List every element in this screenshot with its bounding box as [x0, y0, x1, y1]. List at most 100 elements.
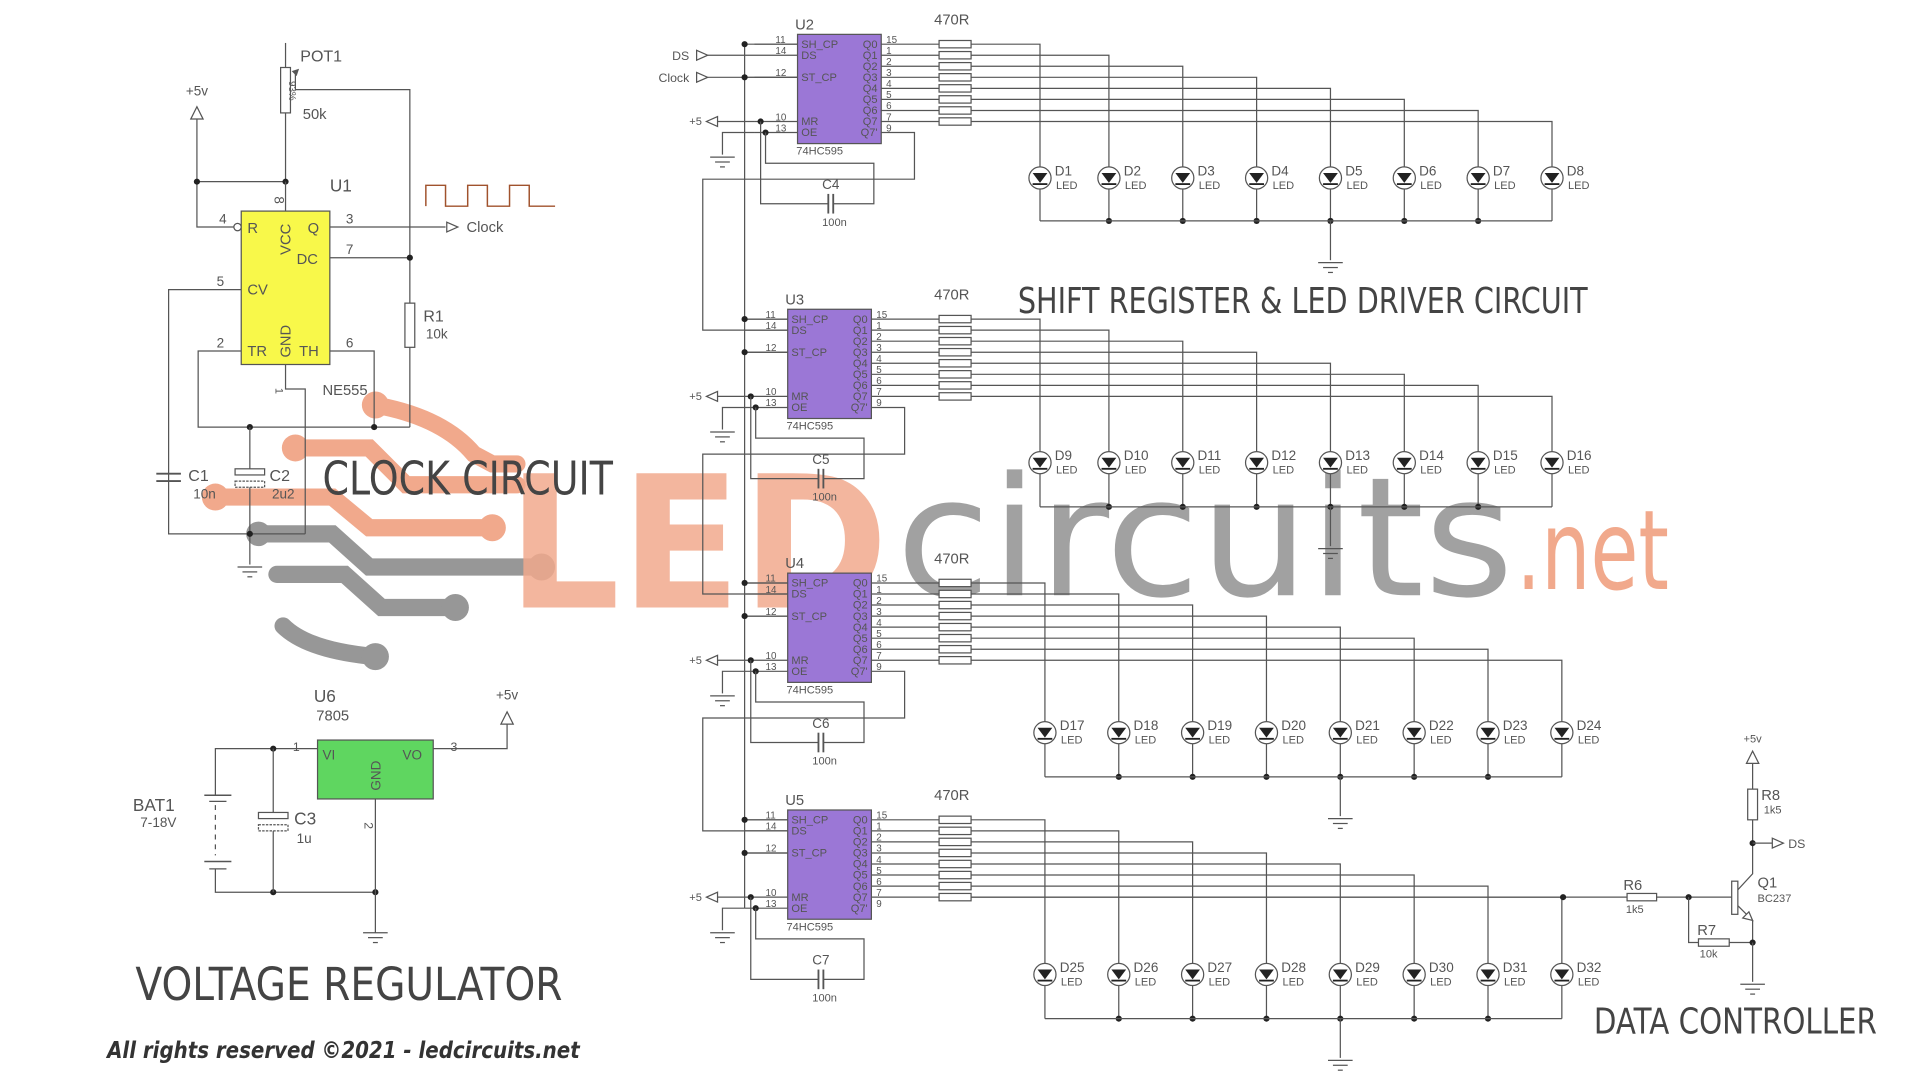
pin-vo-label: VO [402, 748, 422, 763]
pin-number: 14 [775, 46, 786, 57]
pot-wiper-arrow-icon [291, 68, 300, 77]
led-designator: D4 [1271, 164, 1289, 179]
junction-dot [741, 316, 748, 323]
pin-number: 1 [293, 740, 300, 754]
pin-label-oe: OE [791, 903, 807, 915]
led-type-label: LED [1282, 977, 1304, 989]
led-triangle-icon [1032, 173, 1048, 183]
resistor-470r [938, 837, 972, 847]
pot1-label: POT1 [300, 48, 342, 65]
pin-th-label: TH [299, 344, 319, 360]
led-triangle-icon [1111, 727, 1127, 738]
ground-icon [1740, 983, 1765, 995]
u6-label: U6 [314, 686, 336, 706]
resistor-470r [938, 314, 972, 324]
led-type-label: LED [1273, 180, 1295, 192]
pin-number: 1 [876, 321, 881, 332]
led-type-label: LED [1430, 735, 1452, 747]
led-type-label: LED [1209, 735, 1231, 747]
wire [755, 407, 865, 480]
pin-q-label: Q [308, 221, 319, 237]
wire [721, 907, 745, 931]
pin-label-q3: Q3 [853, 611, 868, 623]
r1-label: R1 [423, 309, 444, 326]
port-arrow-icon [446, 221, 460, 233]
wire [433, 724, 508, 750]
led-d3 [1171, 166, 1195, 190]
led-designator: D18 [1134, 718, 1159, 733]
pin-number: 2 [217, 335, 225, 350]
pin-label-mr: MR [801, 116, 818, 128]
ds-output-label: DS [1788, 837, 1805, 851]
chip-part-label: 74HC595 [786, 421, 833, 433]
pin-label-st_cp: ST_CP [791, 611, 827, 623]
pin-label-q2: Q2 [853, 336, 868, 348]
c2-capacitor [234, 480, 266, 488]
supply-arrow-icon [704, 115, 719, 128]
c1-label: C1 [188, 468, 209, 485]
led-triangle-icon [1480, 727, 1496, 738]
clock-input-label: Clock [658, 71, 690, 85]
wire [971, 626, 1341, 722]
pin-label-q2: Q2 [863, 61, 878, 73]
pin-number: 6 [886, 101, 892, 112]
port-arrow-icon [696, 71, 710, 84]
led-triangle-icon [1323, 173, 1338, 183]
pin-number: 5 [217, 274, 225, 289]
pin-number: 5 [876, 629, 882, 640]
led-type-label: LED [1282, 735, 1304, 747]
resistor-470r [938, 50, 972, 60]
led-designator: D12 [1271, 448, 1296, 463]
led-designator: D13 [1345, 448, 1370, 463]
pin-number: 12 [775, 68, 786, 79]
led-triangle-icon [1544, 173, 1560, 183]
wire [971, 819, 1046, 964]
led-type-label: LED [1346, 465, 1368, 477]
capacitor-value: 100n [822, 217, 847, 229]
pin-label-q4: Q4 [863, 83, 878, 95]
led-type-label: LED [1430, 977, 1452, 989]
led-d24 [1550, 721, 1574, 745]
led-d30 [1402, 962, 1426, 987]
resistor-470r [938, 61, 972, 71]
junction-dot [193, 178, 200, 185]
resistor-value-label: 470R [934, 13, 969, 29]
wire [755, 671, 865, 744]
wire [971, 87, 1332, 167]
led-d9 [1028, 451, 1052, 475]
u1-part-label: NE555 [322, 383, 367, 399]
pin-label-q7: Q7 [853, 892, 868, 904]
led-d27 [1180, 962, 1205, 987]
led-triangle-icon [1470, 457, 1486, 468]
port-arrow-icon [1771, 837, 1785, 849]
pin-gnd-label: GND [278, 325, 294, 358]
pin-label-q5: Q5 [853, 369, 868, 381]
wire [214, 748, 318, 796]
chip-74hc595 [787, 809, 872, 920]
pin-label-q6: Q6 [863, 105, 878, 117]
wire [214, 868, 376, 893]
pin-number: 3 [346, 211, 354, 226]
led-triangle-icon [1323, 457, 1338, 468]
r1-resistor [404, 302, 416, 348]
pin-number: 7 [346, 242, 354, 257]
ground-icon [1318, 262, 1343, 274]
capacitor-value: 100n [812, 756, 837, 768]
led-d31 [1476, 962, 1500, 987]
wire [971, 65, 1184, 167]
led-designator: D29 [1355, 960, 1380, 975]
pin-number: 15 [876, 574, 887, 585]
led-designator: D6 [1419, 164, 1436, 179]
supply-arrow-icon [704, 390, 719, 403]
resistor-470r [938, 881, 972, 891]
pin-label-oe: OE [791, 402, 807, 414]
pin-label-q1: Q1 [853, 325, 868, 337]
led-d26 [1107, 962, 1131, 987]
wire [971, 76, 1258, 167]
q1-part-label: BC237 [1758, 893, 1792, 905]
pin-dc-label: DC [297, 252, 319, 268]
pin-number: 8 [271, 196, 286, 204]
led-d5 [1318, 166, 1343, 190]
c3-capacitor [257, 811, 289, 820]
led-designator: D16 [1567, 448, 1592, 463]
